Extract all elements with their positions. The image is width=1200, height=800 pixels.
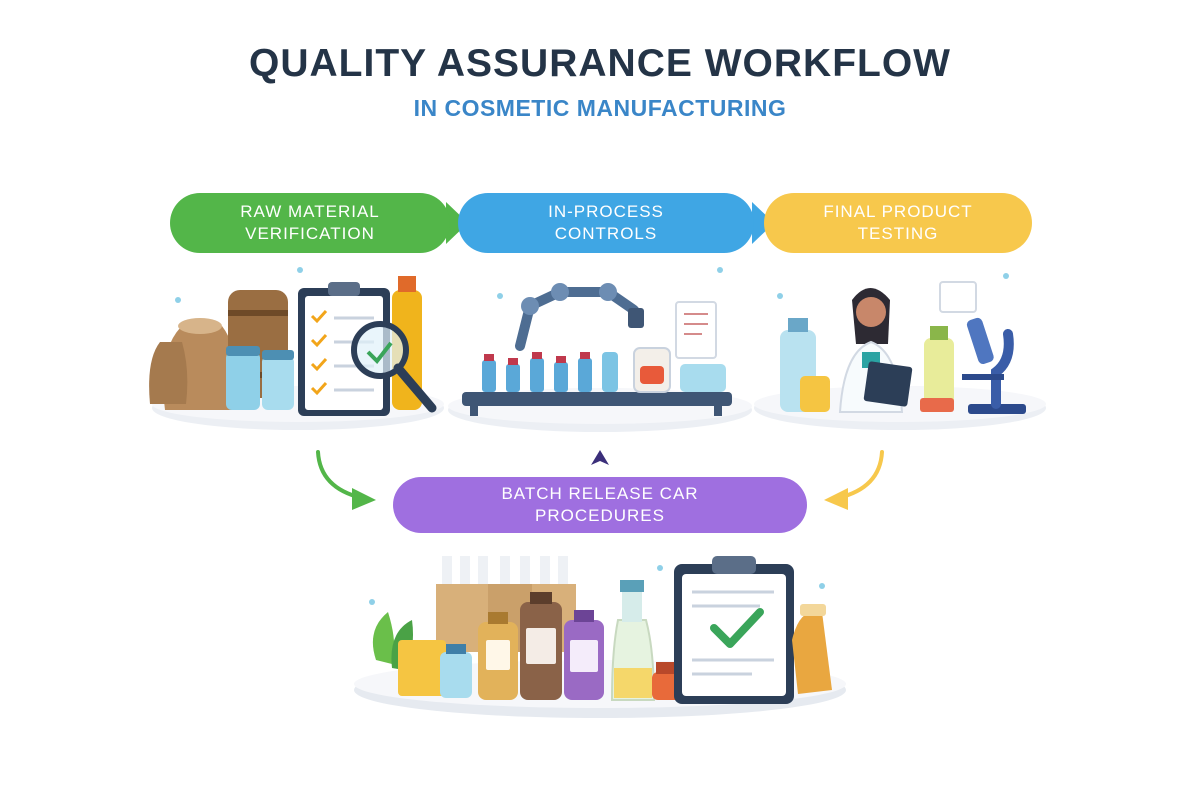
stage-inprocess-line1: IN-PROCESS — [548, 201, 664, 223]
stage-final-line1: FINAL PRODUCT — [823, 201, 972, 223]
arrow-up-to-inprocess — [591, 450, 609, 465]
batch-release-illustration — [373, 556, 832, 704]
stage-final-line2: TESTING — [823, 223, 972, 245]
sack-small-icon — [792, 611, 832, 694]
leaf-icon — [373, 612, 394, 664]
report-doc-icon — [676, 302, 716, 358]
stage-raw-line1: RAW MATERIAL — [240, 201, 380, 223]
raw-material-illustration — [149, 276, 432, 416]
scientist-icon — [856, 297, 886, 327]
stage-raw-line2: VERIFICATION — [240, 223, 380, 245]
tablet-icon — [863, 361, 912, 407]
conveyor-icon — [462, 392, 732, 406]
stage-batch-line2: PROCEDURES — [501, 505, 698, 527]
stage-inprocess-line2: CONTROLS — [548, 223, 664, 245]
inprocess-illustration — [462, 283, 732, 416]
jar-icon — [226, 352, 260, 410]
robot-arm-icon — [520, 292, 634, 346]
notes-doc-icon — [940, 282, 976, 312]
stage-batch-line1: BATCH RELEASE CAR — [501, 483, 698, 505]
